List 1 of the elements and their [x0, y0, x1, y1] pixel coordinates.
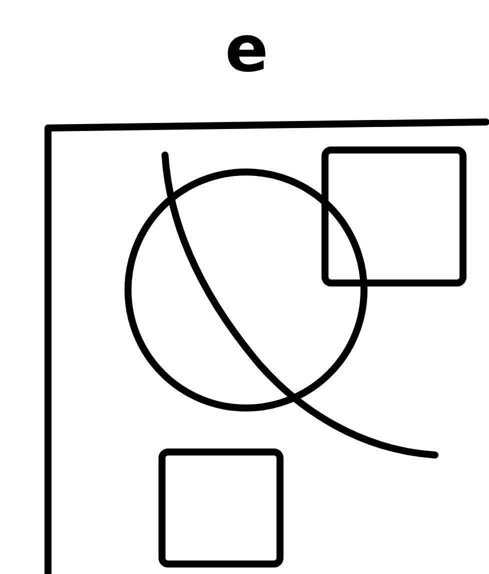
panel-letter: e: [225, 18, 268, 82]
